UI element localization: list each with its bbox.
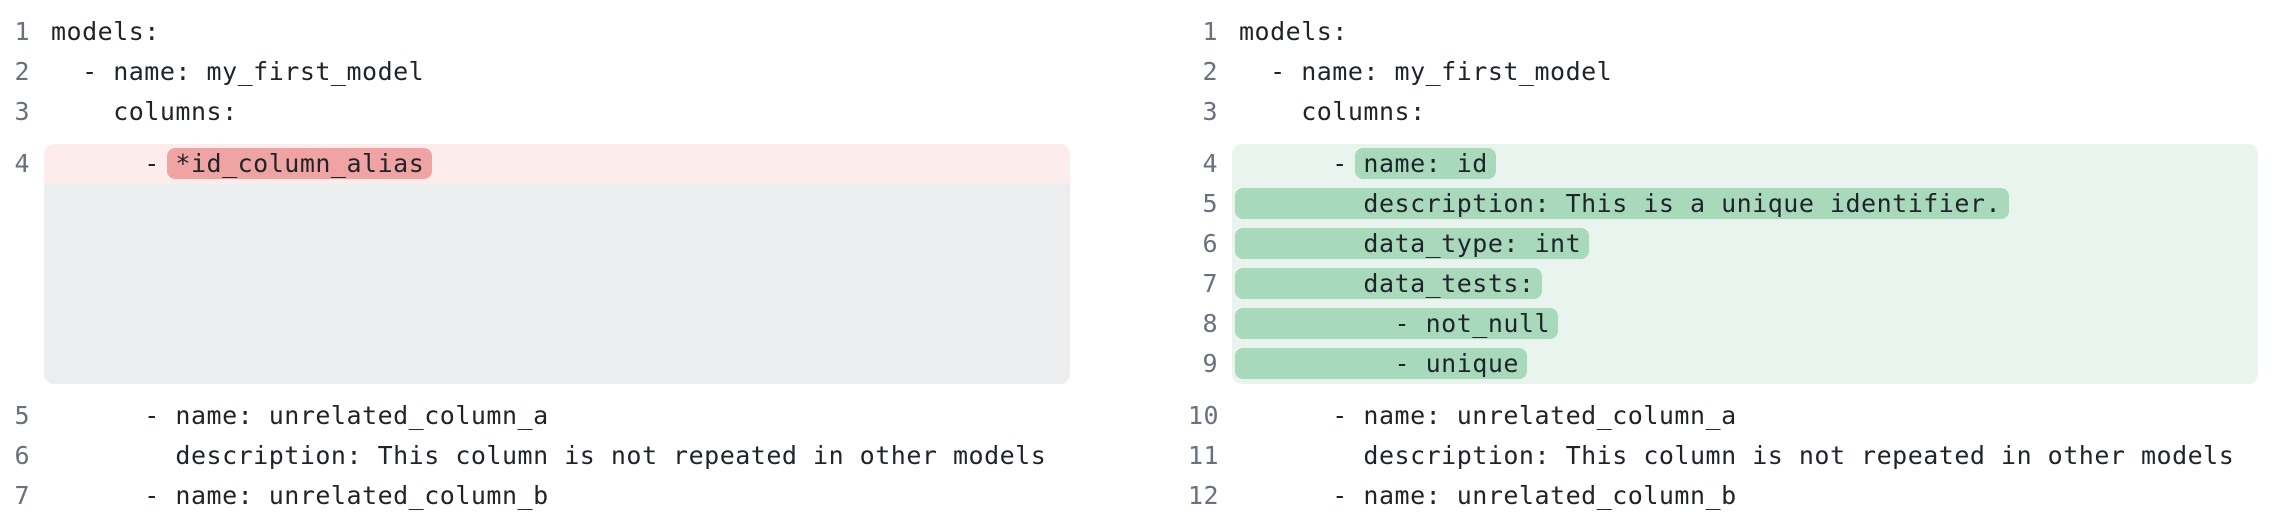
collapsed-lines-filler — [44, 184, 1070, 384]
line-number: 6 — [14, 441, 30, 470]
code-line: 5 description: This is a unique identifi… — [1188, 184, 2278, 224]
code-text: data_tests: — [1232, 264, 2258, 304]
line-number: 2 — [14, 57, 30, 86]
collapsed-lines-filler-row — [0, 184, 1090, 384]
code-line: 11 description: This column is not repea… — [1188, 436, 2278, 476]
line-number: 3 — [14, 97, 30, 126]
removed-word-highlight: *id_column_alias — [167, 148, 433, 179]
code-line: 2 - name: my_first_model — [0, 52, 1090, 92]
line-number: 7 — [1202, 269, 1218, 298]
added-word-highlight: name: id — [1355, 148, 1496, 179]
code-line: 1 models: — [1188, 12, 2278, 52]
code-line: 4 - *id_column_alias — [0, 144, 1090, 184]
code-text: columns: — [51, 97, 238, 126]
code-text: data_type: int — [1232, 224, 2258, 264]
code-text: - unique — [1232, 344, 2258, 384]
added-word-highlight: description: This is a unique identifier… — [1235, 188, 2010, 219]
code-text: - name: unrelated_column_b — [1239, 481, 1737, 510]
code-line: 2 - name: my_first_model — [1188, 52, 2278, 92]
line-number: 10 — [1188, 401, 1220, 430]
code-text: description: This column is not repeated… — [1239, 441, 2235, 470]
code-text: - name: unrelated_column_b — [51, 481, 549, 510]
code-line: 10 - name: unrelated_column_a — [1188, 396, 2278, 436]
code-line: 1 models: — [0, 12, 1090, 52]
line-number: 1 — [14, 17, 30, 46]
line-number: 5 — [1202, 189, 1218, 218]
line-number: 6 — [1202, 229, 1218, 258]
line-number: 4 — [1202, 149, 1218, 178]
added-word-highlight: - unique — [1235, 348, 1527, 379]
line-number: 3 — [1202, 97, 1218, 126]
line-number: 2 — [1202, 57, 1218, 86]
code-text: - *id_column_alias — [44, 144, 1070, 184]
code-text: - name: id — [1232, 144, 2258, 184]
code-text: - name: my_first_model — [51, 57, 425, 86]
line-number: 9 — [1202, 349, 1218, 378]
added-word-highlight: data_type: int — [1235, 228, 1590, 259]
code-text: - name: my_first_model — [1239, 57, 1613, 86]
line-number: 8 — [1202, 309, 1218, 338]
code-text: - not_null — [1232, 304, 2258, 344]
code-text: models: — [1239, 17, 1348, 46]
added-word-highlight: data_tests: — [1235, 268, 1543, 299]
removed-block: 4 - *id_column_alias — [0, 144, 1090, 384]
code-line: 12 - name: unrelated_column_b — [1188, 476, 2278, 516]
line-number: 5 — [14, 401, 30, 430]
added-word-highlight: - not_null — [1235, 308, 1559, 339]
code-line: 7 - name: unrelated_column_b — [0, 476, 1090, 516]
code-line: 3 columns: — [1188, 92, 2278, 132]
code-text: models: — [51, 17, 160, 46]
line-number: 7 — [14, 481, 30, 510]
code-line: 5 - name: unrelated_column_a — [0, 396, 1090, 436]
code-line: 6 data_type: int — [1188, 224, 2278, 264]
line-number: 11 — [1188, 441, 1220, 470]
code-line: 6 description: This column is not repeat… — [0, 436, 1090, 476]
code-line: 7 data_tests: — [1188, 264, 2278, 304]
code-line: 3 columns: — [0, 92, 1090, 132]
line-number: 1 — [1202, 17, 1218, 46]
code-text: columns: — [1239, 97, 1426, 126]
code-text: description: This is a unique identifier… — [1232, 184, 2258, 224]
line-number — [0, 184, 30, 384]
code-line: 8 - not_null — [1188, 304, 2278, 344]
line-number: 4 — [14, 149, 30, 178]
code-text: - name: unrelated_column_a — [51, 401, 549, 430]
code-text: - name: unrelated_column_a — [1239, 401, 1737, 430]
code-line: 9 - unique — [1188, 344, 2278, 384]
line-number: 12 — [1188, 481, 1220, 510]
code-text: description: This column is not repeated… — [51, 441, 1047, 470]
code-line: 4 - name: id — [1188, 144, 2278, 184]
